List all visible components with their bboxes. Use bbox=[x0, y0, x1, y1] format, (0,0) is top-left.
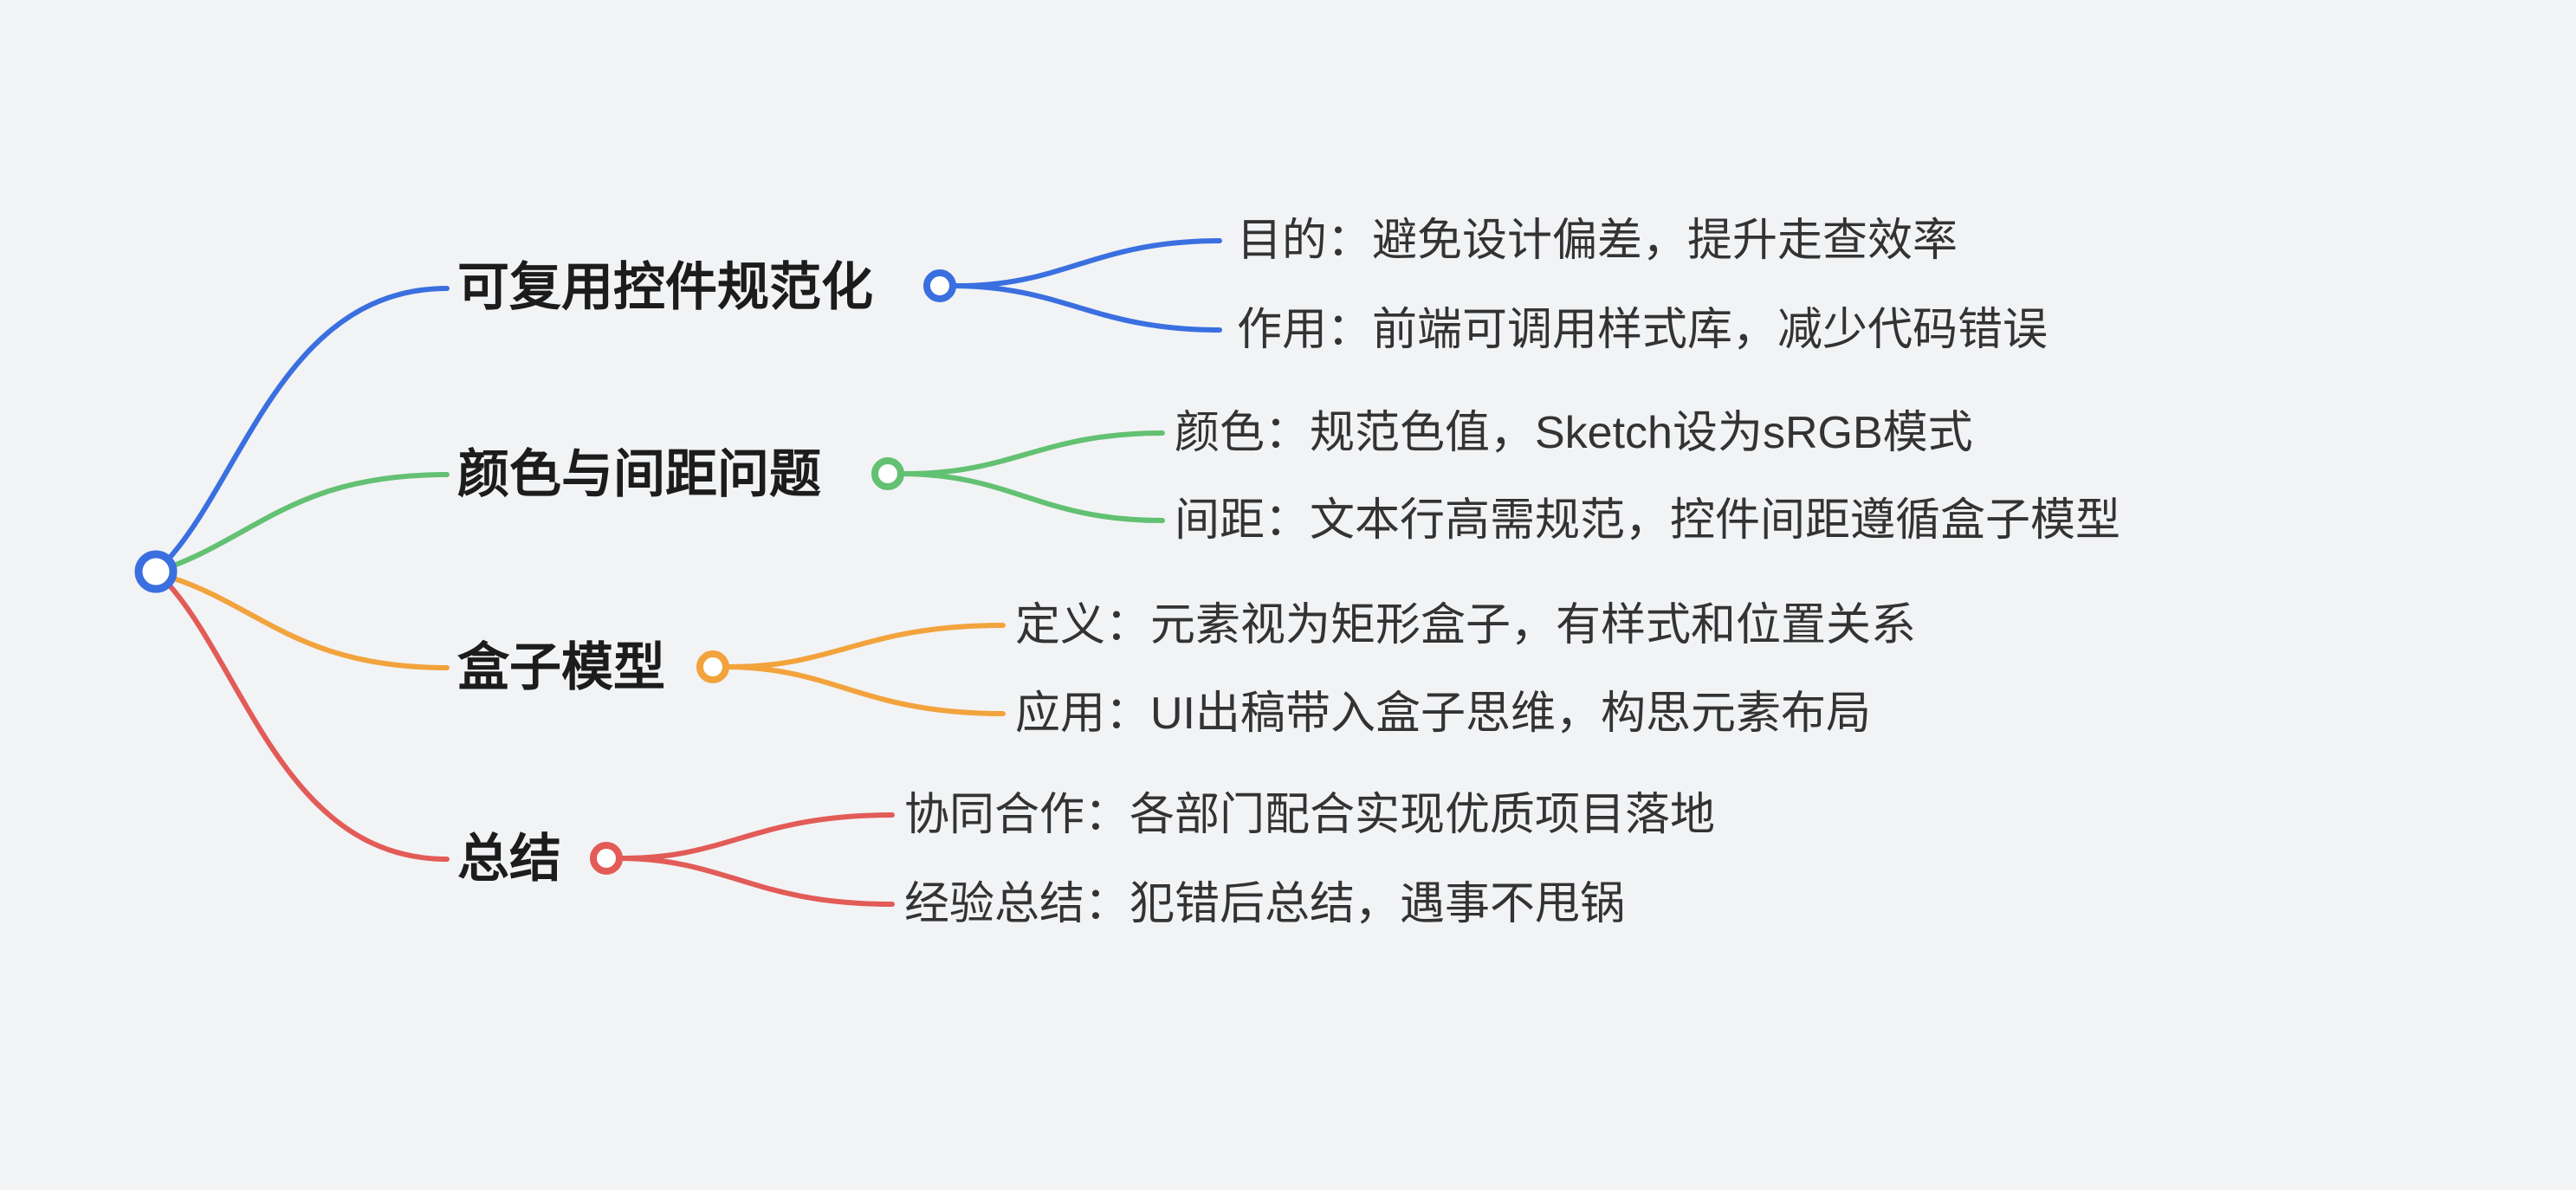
child-curve-1-1 bbox=[952, 238, 1222, 289]
child-node-definition[interactable]: 定义：元素视为矩形盒子，有样式和位置关系 bbox=[1015, 599, 1917, 650]
branch-node-ring-reusable-controls[interactable] bbox=[923, 269, 956, 302]
child-node-purpose[interactable]: 目的：避免设计偏差，提升走查效率 bbox=[1237, 215, 1958, 266]
child-curve-4-1 bbox=[618, 812, 895, 862]
child-curve-3-1 bbox=[725, 623, 1006, 670]
child-node-application[interactable]: 应用：UI出稿带入盒子思维，构思元素布局 bbox=[1015, 688, 1872, 739]
branch-label-box-model[interactable]: 盒子模型 bbox=[457, 638, 665, 696]
branch-curve-reusable-controls bbox=[165, 286, 450, 562]
child-node-spacing[interactable]: 间距：文本行高需规范，控件间距遵循盒子模型 bbox=[1175, 495, 2121, 546]
child-node-lessons[interactable]: 经验总结：犯错后总结，遇事不甩锅 bbox=[904, 878, 1626, 929]
child-curve-3-2 bbox=[725, 664, 1006, 716]
child-curve-1-2 bbox=[952, 283, 1222, 333]
child-node-color[interactable]: 颜色：规范色值，Sketch设为sRGB模式 bbox=[1175, 407, 1973, 458]
child-node-effect[interactable]: 作用：前端可调用样式库，减少代码错误 bbox=[1237, 304, 2049, 355]
child-curve-2-1 bbox=[900, 430, 1165, 477]
branch-curve-box-model bbox=[169, 575, 450, 670]
branch-node-ring-box-model[interactable] bbox=[696, 650, 729, 683]
branch-curve-color-spacing bbox=[169, 472, 450, 569]
child-curve-4-2 bbox=[618, 856, 895, 907]
root-node[interactable] bbox=[134, 550, 178, 593]
branch-label-reusable-controls[interactable]: 可复用控件规范化 bbox=[457, 258, 873, 316]
branch-node-ring-color-spacing[interactable] bbox=[871, 457, 904, 490]
child-node-collaboration[interactable]: 协同合作：各部门配合实现优质项目落地 bbox=[904, 789, 1716, 840]
branch-label-color-spacing[interactable]: 颜色与间距问题 bbox=[457, 445, 821, 503]
branch-curve-summary bbox=[165, 581, 450, 862]
branch-node-ring-summary[interactable] bbox=[590, 842, 623, 875]
branch-label-summary[interactable]: 总结 bbox=[457, 830, 561, 888]
child-curve-2-2 bbox=[900, 471, 1165, 523]
